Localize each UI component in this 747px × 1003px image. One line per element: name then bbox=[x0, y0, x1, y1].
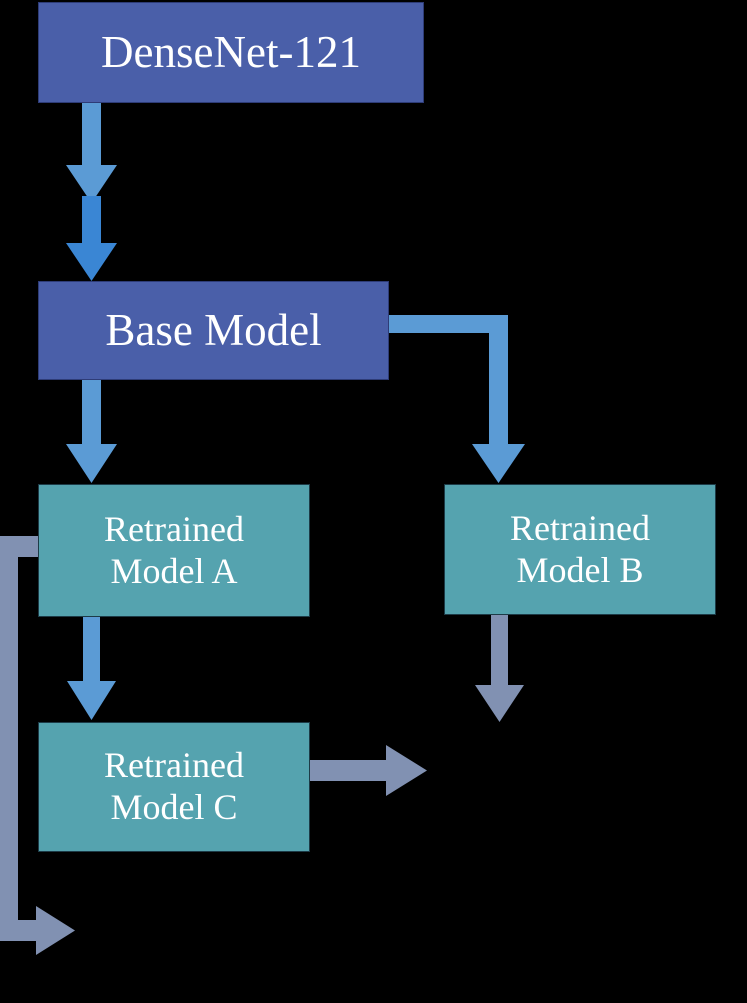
node-densenet-121[interactable]: DenseNet-121 bbox=[38, 2, 424, 103]
edge-densenet-to-base-dark bbox=[66, 196, 117, 281]
edge-model-c-to-output bbox=[310, 745, 427, 796]
edge-densenet-to-base-light bbox=[66, 103, 117, 203]
node-retrained-model-c-label: Retrained Model C bbox=[104, 745, 244, 827]
node-retrained-model-a[interactable]: Retrained Model A bbox=[38, 484, 310, 617]
edge-model-a-to-model-c bbox=[67, 617, 116, 720]
edge-model-a-to-output-loop bbox=[0, 536, 75, 955]
node-retrained-model-a-label: Retrained Model A bbox=[104, 508, 244, 591]
edge-base-to-model-a bbox=[66, 380, 117, 483]
node-base-model[interactable]: Base Model bbox=[38, 281, 389, 380]
node-base-model-label: Base Model bbox=[105, 305, 322, 356]
node-retrained-model-c[interactable]: Retrained Model C bbox=[38, 722, 310, 852]
node-retrained-model-b[interactable]: Retrained Model B bbox=[444, 484, 716, 615]
node-retrained-model-b-label: Retrained Model B bbox=[510, 507, 650, 590]
edge-model-b-to-output bbox=[475, 615, 524, 722]
edge-base-to-model-b bbox=[389, 315, 525, 483]
node-densenet-121-label: DenseNet-121 bbox=[101, 27, 361, 78]
